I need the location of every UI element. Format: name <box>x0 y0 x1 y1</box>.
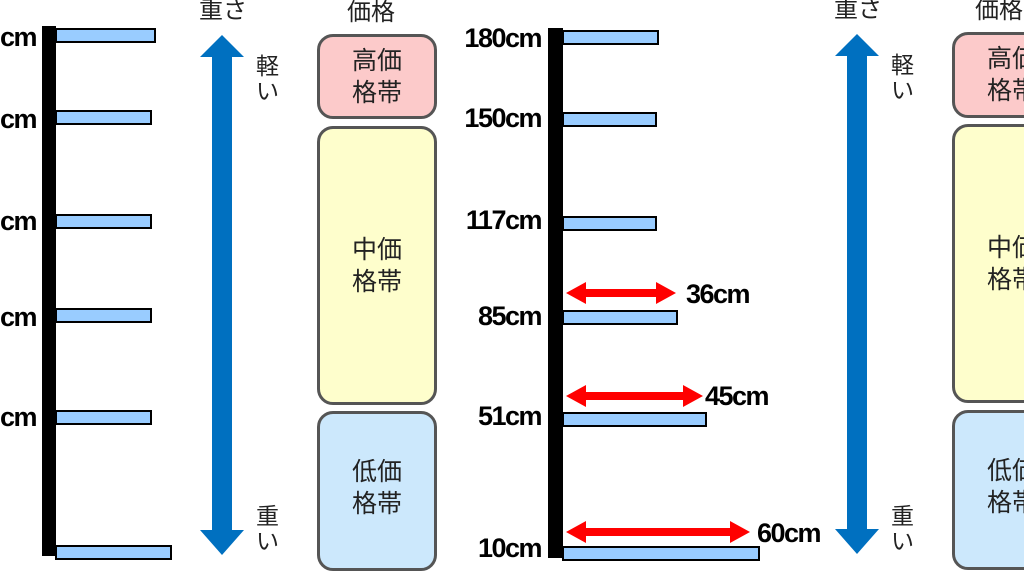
depth-arrow-icon <box>566 521 750 543</box>
price-band-low: 低価格帯 <box>952 410 1024 570</box>
depth-arrow-icon <box>566 385 703 407</box>
shelf-board <box>562 310 678 325</box>
depth-label-45: 45cm <box>705 381 770 411</box>
height-label-10: 10cm <box>477 533 543 563</box>
heavy-label: 重い <box>891 504 914 555</box>
height-label: cm <box>0 302 38 332</box>
shelf-board <box>55 214 152 229</box>
depth-label-36: 36cm <box>686 279 751 309</box>
height-label-85: 85cm <box>477 301 543 331</box>
shelf-pole <box>42 26 56 556</box>
shelf-board <box>55 308 152 323</box>
shelf-board <box>55 545 172 560</box>
height-label-51: 51cm <box>477 401 543 431</box>
height-label-117: 117cm <box>465 205 543 235</box>
price-band-low: 低価格帯 <box>317 411 437 571</box>
price-title: 価格 <box>975 0 1023 24</box>
price-band-mid: 中価格帯 <box>317 126 437 405</box>
height-label: cm <box>0 22 38 52</box>
price-band-high: 高価格帯 <box>952 32 1024 118</box>
band-label: 高価格帯 <box>351 45 402 107</box>
shelf-board <box>562 112 657 127</box>
price-band-mid: 中価格帯 <box>952 124 1024 403</box>
height-label: cm <box>0 402 38 432</box>
band-label: 中価格帯 <box>351 234 402 296</box>
shelf-board <box>562 30 659 45</box>
shelf-board <box>562 546 760 561</box>
heavy-label: 重い <box>256 504 279 555</box>
depth-label-60: 60cm <box>757 518 822 548</box>
band-label: 低価格帯 <box>351 457 402 518</box>
weight-title: 重さ <box>834 0 882 23</box>
weight-arrow-icon <box>200 35 244 555</box>
shelf-board <box>562 412 707 427</box>
band-label: 低価格帯 <box>986 456 1024 517</box>
shelf-board <box>55 110 152 125</box>
depth-arrow-icon <box>566 282 676 304</box>
shelf-board <box>562 216 657 231</box>
height-label: cm <box>0 104 38 134</box>
price-title: 価格 <box>347 0 395 26</box>
band-label: 高価格帯 <box>986 44 1024 105</box>
height-label-180: 180cm <box>464 23 542 53</box>
weight-title: 重さ <box>199 0 247 24</box>
shelf-board <box>55 410 152 425</box>
shelf-pole <box>548 28 563 558</box>
band-label: 中価格帯 <box>986 232 1024 294</box>
weight-arrow-icon <box>835 34 879 554</box>
height-label: cm <box>0 206 38 236</box>
price-band-high: 高価格帯 <box>317 34 437 119</box>
light-label: 軽い <box>891 53 914 104</box>
shelf-board <box>55 28 156 43</box>
light-label: 軽い <box>256 54 279 105</box>
height-label-150: 150cm <box>464 103 542 133</box>
